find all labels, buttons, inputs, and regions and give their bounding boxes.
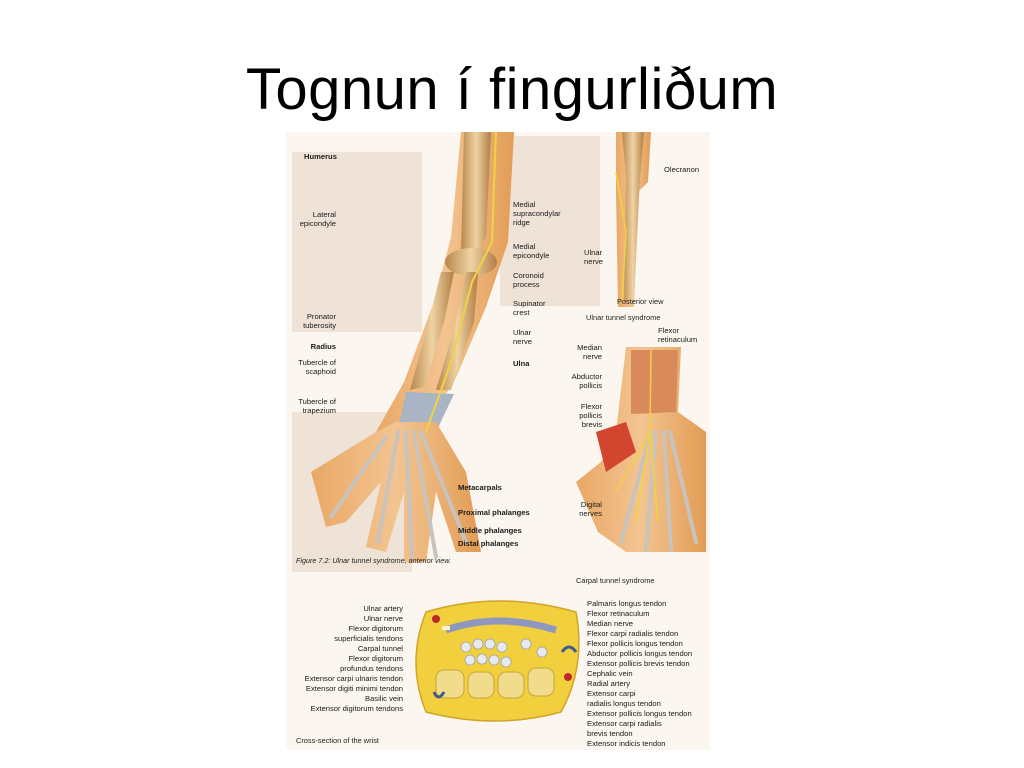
cs-left-7: Extensor carpi ulnaris tendon	[304, 674, 403, 683]
cs-right-5: Abductor pollicis longus tendon	[587, 649, 693, 658]
cs-left-4: Carpal tunnel	[357, 644, 403, 653]
cs-right-9: Extensor carpi	[587, 689, 636, 698]
cs-right-0: Palmaris longus tendon	[587, 599, 667, 608]
carpal-syndrome-label: Carpal tunnel syndrome	[576, 576, 655, 585]
cs-right-12: Extensor carpi radialis	[587, 719, 662, 728]
cs-right-3: Flexor carpi radialis tendon	[587, 629, 679, 638]
label-lateral-epicondyle: Lateral epicondyle	[299, 210, 336, 228]
label-radius: Radius	[310, 342, 336, 351]
anterior-arm-drawing	[311, 132, 514, 562]
cs-left-1: Ulnar nerve	[363, 614, 403, 623]
label-medial-supracondylar: Medial supracondylar ridge	[513, 200, 561, 227]
cs-left-6: profundus tendons	[340, 664, 403, 673]
label-tubercle-trapezium: Tubercle of trapezium	[298, 397, 336, 415]
label-humerus: Humerus	[304, 152, 337, 161]
cs-right-13: brevis tendon	[587, 729, 633, 738]
label-flexor-pollicis-brevis: Flexor pollicis brevis	[579, 402, 602, 429]
label-pronator-tuberosity: Pronator tuberosity	[303, 312, 336, 330]
cs-right-4: Flexor pollicis longus tendon	[587, 639, 683, 648]
cs-right-7: Cephalic vein	[587, 669, 633, 678]
cs-left-0: Ulnar artery	[363, 604, 403, 613]
label-proximal-phalanges: Proximal phalanges	[458, 508, 530, 517]
slide-title: Tognun í fingurliðum	[245, 57, 779, 122]
cs-left-10: Extensor digitorum tendons	[310, 704, 403, 713]
figure-caption: Figure 7.2: Ulnar tunnel syndrome, anter…	[296, 556, 452, 565]
label-median-nerve: Median nerve	[577, 343, 602, 361]
carpal-tunnel-drawing	[576, 347, 706, 552]
cs-right-10: radialis longus tendon	[587, 699, 661, 708]
label-metacarpals: Metacarpals	[458, 483, 502, 492]
cs-left-8: Extensor digiti minimi tendon	[305, 684, 403, 693]
label-abductor-pollicis: Abductor pollicis	[571, 372, 602, 390]
label-olecranon: Olecranon	[664, 165, 700, 174]
label-digital-nerves: Digital nerves	[579, 500, 602, 518]
anatomy-figure: Humerus Lateral epicondyle Pronator tube…	[286, 132, 710, 750]
posterior-view-drawing	[615, 132, 651, 307]
cs-right-8: Radial artery	[587, 679, 631, 688]
label-ulna: Ulna	[513, 359, 530, 368]
posterior-view-label: Posterior view	[617, 297, 664, 306]
label-posterior-ulnar-nerve: Ulnar nerve	[584, 248, 603, 266]
ulnar-syndrome-label: Ulnar tunnel syndrome	[586, 313, 661, 322]
wrist-cross-section-drawing	[415, 600, 580, 722]
cs-right-1: Flexor retinaculum	[587, 609, 650, 618]
label-tubercle-scaphoid: Tubercle of scaphoid	[298, 358, 336, 376]
cross-section-caption: Cross-section of the wrist	[296, 736, 379, 745]
label-ulnar-nerve: Ulnar nerve	[513, 328, 532, 346]
cs-right-2: Median nerve	[587, 619, 634, 628]
label-flexor-retinaculum: Flexor retinaculum	[658, 326, 698, 344]
anatomy-illustration	[292, 132, 706, 722]
cs-left-9: Basilic vein	[365, 694, 403, 703]
label-supinator-crest: Supinator crest	[513, 299, 546, 317]
cs-right-14: Extensor indicis tendon	[587, 739, 666, 748]
cs-left-2: Flexor digitorum	[348, 624, 403, 633]
cs-left-5: Flexor digitorum	[348, 654, 403, 663]
label-middle-phalanges: Middle phalanges	[458, 526, 522, 535]
label-coronoid-process: Coronoid process	[513, 271, 544, 289]
cs-right-11: Extensor pollicis longus tendon	[587, 709, 692, 718]
label-medial-epicondyle: Medial epicondyle	[513, 242, 550, 260]
label-distal-phalanges: Distal phalanges	[458, 539, 519, 548]
cs-left-3: superficialis tendons	[334, 634, 403, 643]
cs-right-6: Extensor pollicis brevis tendon	[587, 659, 690, 668]
